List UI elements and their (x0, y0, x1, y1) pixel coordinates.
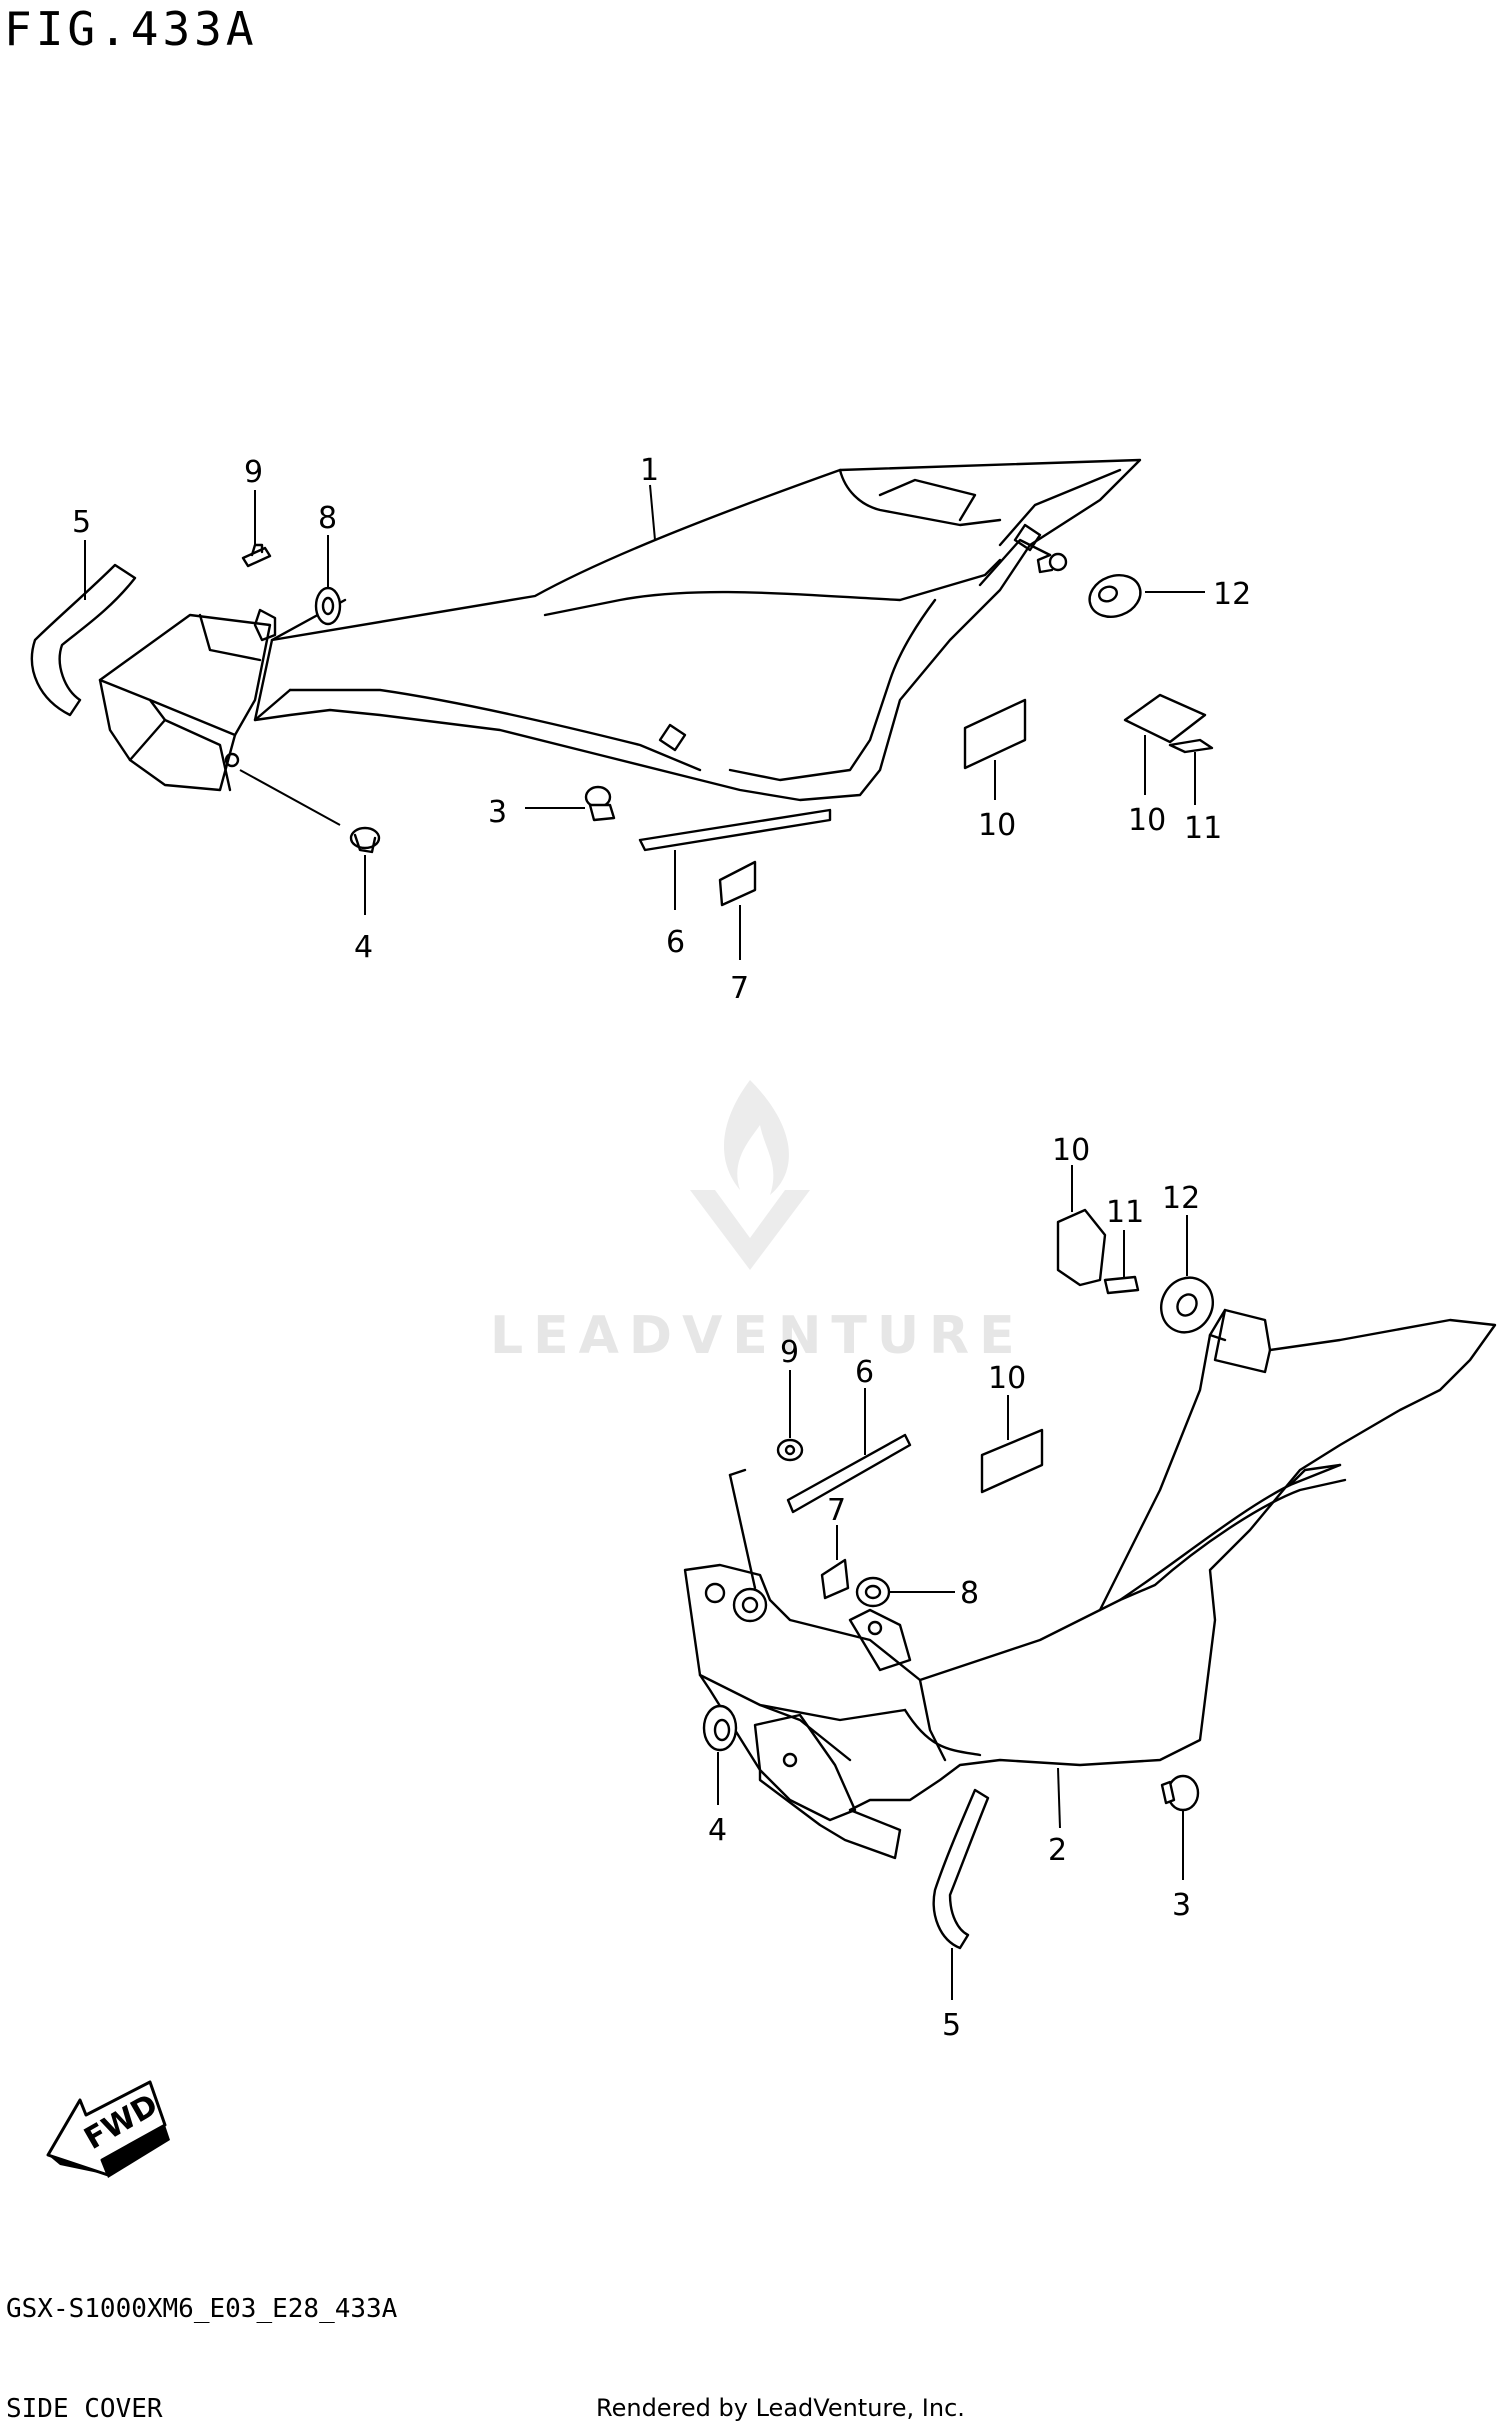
figure-title: FIG.433A (4, 2, 258, 56)
model-code: GSX-S1000XM6_E03_E28_433A (6, 2294, 398, 2324)
callout-7-upper: 7 (730, 971, 749, 1006)
watermark-logo (690, 1080, 810, 1270)
part-5-hose-upper (30, 540, 137, 717)
part-6-strip-upper (638, 808, 832, 910)
callout-6-lower: 6 (855, 1355, 874, 1390)
callout-8-upper: 8 (318, 501, 337, 536)
callout-3-lower: 3 (1172, 1888, 1191, 1923)
callout-1: 1 (640, 453, 659, 488)
callout-5-lower: 5 (942, 2008, 961, 2043)
callout-11-lower: 11 (1106, 1195, 1144, 1230)
part-8-grommet-upper (314, 535, 342, 626)
part-7-tag-upper (718, 860, 757, 960)
part-9-rivet-upper (241, 490, 272, 568)
part-1-side-cover-outline (253, 458, 1142, 802)
callout-10-lower-a: 10 (1052, 1133, 1090, 1168)
part-3-screw-lower (1160, 1774, 1200, 1880)
callout-12-upper: 12 (1213, 577, 1251, 612)
part-12-grommet-lower (1160, 1215, 1214, 1334)
callout-6-upper: 6 (666, 925, 685, 960)
fwd-arrow-icon: FWD (46, 2080, 170, 2178)
callout-7-lower: 7 (827, 1493, 846, 1528)
callout-8-lower: 8 (960, 1576, 979, 1611)
callout-3-upper: 3 (488, 795, 507, 830)
callout-12-lower: 12 (1162, 1181, 1200, 1216)
upper-side-cover-assembly (98, 458, 1142, 802)
part-11-tape-lower (1103, 1230, 1140, 1295)
part-5-hose-lower (932, 1788, 990, 2000)
part-3-screw-upper (525, 785, 616, 822)
callout-9-upper: 9 (244, 455, 263, 490)
part-10-label-upper (963, 698, 1027, 800)
callout-5-upper: 5 (72, 505, 91, 540)
part-10-pad-upper-right (1123, 693, 1207, 795)
part-8-grommet-lower (855, 1576, 955, 1608)
part-4-clip-lower (702, 1704, 738, 1805)
callout-9-lower: 9 (780, 1335, 799, 1370)
callout-10-lower-b: 10 (988, 1361, 1026, 1396)
part-9-rivet-lower (776, 1370, 804, 1462)
callout-10-upper-a: 10 (978, 808, 1016, 843)
part-11-tape-upper (1168, 738, 1214, 805)
callout-2: 2 (1048, 1833, 1067, 1868)
part-7-tag-lower (820, 1525, 850, 1600)
part-10-label-lower (980, 1395, 1044, 1494)
part-4-clip-upper (239, 769, 381, 915)
part-2-side-cover-outline (683, 1308, 1497, 1860)
callout-4-lower: 4 (708, 1813, 727, 1848)
part-10-pad-lower-top (1056, 1165, 1107, 1287)
part-12-grommet-upper (1088, 574, 1205, 618)
callout-10-upper-b: 10 (1128, 803, 1166, 838)
callout-11-upper: 11 (1184, 811, 1222, 846)
part-6-strip-lower (786, 1388, 912, 1514)
render-credit: Rendered by LeadVenture, Inc. (596, 2394, 965, 2422)
lower-side-cover-assembly (683, 1308, 1497, 1860)
watermark-text: LEADVENTURE (490, 1306, 1025, 1366)
part-1-front-duct (98, 613, 272, 792)
callout-4-upper: 4 (354, 930, 373, 965)
section-name: SIDE COVER (6, 2394, 163, 2424)
